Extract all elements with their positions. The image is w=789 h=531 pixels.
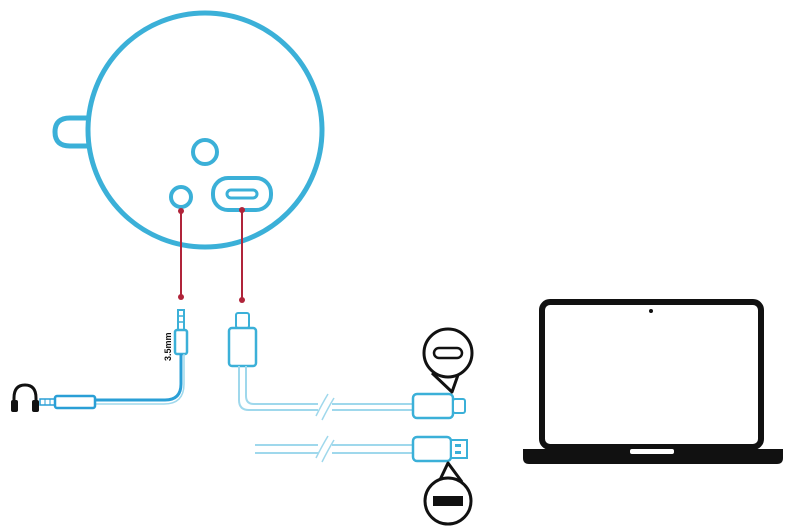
device-body [85,10,325,250]
usb-c-plug-device [227,312,258,368]
headphone-jack-port [169,185,193,209]
port-pointers [178,207,245,303]
jack-size-label: 3.5mm [163,332,173,361]
audio-plug [173,309,189,356]
usb-c-cable [238,366,466,421]
device [52,10,325,250]
headphones-icon [11,383,39,412]
usb-c-port-icon [422,327,474,394]
laptop-icon [523,299,783,464]
audio-cable [39,354,185,410]
device-button [191,138,219,166]
usb-a-port-icon [423,461,473,526]
usb-a-cable [255,434,468,463]
device-handle [52,115,98,149]
